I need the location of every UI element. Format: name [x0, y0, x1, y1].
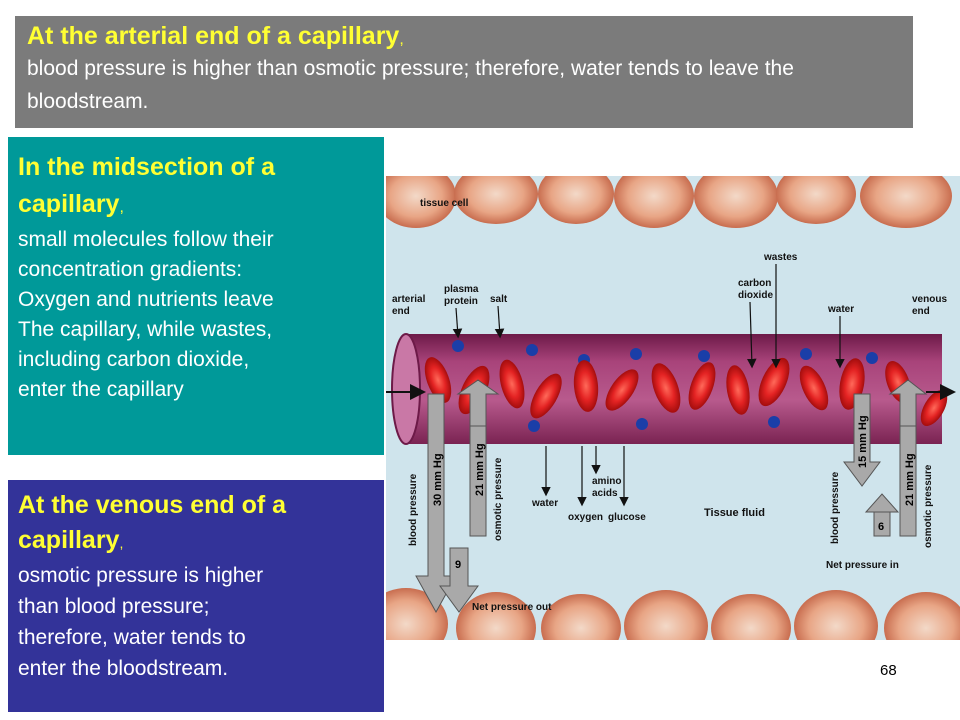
tissue-cell: [541, 594, 621, 640]
midsection-heading: In the midsection of a capillary,: [18, 153, 275, 218]
label-venous-end: end: [912, 306, 930, 317]
body-line: The capillary, while wastes,: [18, 318, 273, 341]
body-line: concentration gradients:: [18, 258, 243, 281]
label-op-21-right: 21 mm Hg: [904, 453, 916, 506]
label-arterial-end: end: [392, 306, 410, 317]
label-net-out-value: 9: [455, 559, 461, 571]
diagram-labels: tissue cell arterial end plasma protein …: [392, 198, 947, 523]
tissue-cell: [386, 176, 456, 228]
body-line: small molecules follow their: [18, 228, 274, 251]
label-carbon: carbon: [738, 278, 771, 289]
carbon-dioxide-arrow: [746, 301, 757, 369]
plasma-protein: [768, 416, 780, 428]
red-blood-cell: [499, 359, 525, 409]
body-line: therefore, water tends to: [18, 626, 246, 649]
venous-end-body: osmotic pressure is higher than blood pr…: [18, 560, 374, 684]
tissue-cells-bottom: [386, 588, 960, 640]
plasma-protein: [526, 344, 538, 356]
osmotic-arrow-head-left: [456, 379, 500, 427]
plasma-protein: [630, 348, 642, 360]
label-oxygen: oxygen: [568, 512, 603, 523]
net-pressure-in-arrow: [864, 493, 900, 537]
red-blood-cell: [799, 365, 829, 411]
tissue-cell: [884, 592, 960, 640]
arterial-end-body: blood pressure is higher than osmotic pr…: [27, 57, 794, 113]
tissue-cell: [860, 176, 952, 228]
label-blood-pressure-left: blood pressure: [408, 473, 419, 546]
venous-end-textbox: At the venous end of a capillary, osmoti…: [8, 480, 384, 712]
tissue-cell: [794, 590, 878, 640]
body-line: enter the capillary: [18, 378, 184, 401]
pointer-line: [494, 305, 505, 339]
tissue-cells-top: [386, 176, 952, 228]
label-arterial: arterial: [392, 294, 426, 305]
red-blood-cell: [651, 363, 681, 413]
red-blood-cell: [688, 362, 716, 410]
label-osmotic-pressure-right: osmotic pressure: [923, 464, 934, 548]
label-water-top: water: [827, 304, 854, 315]
label-tissue-fluid: Tissue fluid: [704, 507, 765, 519]
tissue-cell: [694, 176, 778, 228]
tissue-cell: [624, 590, 708, 640]
osmotic-pressure-arrow-right: [899, 425, 917, 537]
label-tissue-cell: tissue cell: [420, 198, 469, 209]
body-line: enter the bloodstream.: [18, 657, 229, 680]
body-line: including carbon dioxide,: [18, 348, 250, 371]
net-pressure-out-arrow: [439, 547, 479, 613]
label-dioxide: dioxide: [738, 290, 773, 301]
osmotic-arrow-head-right: [888, 379, 928, 427]
venous-pressure-arrows: 15 mm Hg blood pressure 6 21 mm Hg osmot…: [826, 379, 934, 571]
red-blood-cell: [530, 373, 562, 419]
label-protein: protein: [444, 296, 478, 307]
tissue-cell: [614, 176, 694, 228]
plasma-protein: [800, 348, 812, 360]
plasma-protein: [528, 420, 540, 432]
venous-end-heading: At the venous end of a capillary,: [18, 491, 287, 554]
red-blood-cell: [726, 365, 750, 415]
label-bp-15: 15 mm Hg: [857, 415, 869, 468]
plasma-protein: [698, 350, 710, 362]
label-plasma: plasma: [444, 284, 479, 295]
arterial-end-textbox: At the arterial end of a capillary, bloo…: [15, 16, 913, 128]
plasma-protein: [866, 352, 878, 364]
label-venous: venous: [912, 294, 947, 305]
label-net-pressure-out: Net pressure out: [472, 602, 552, 613]
red-blood-cell: [758, 357, 790, 407]
label-acids: acids: [592, 488, 618, 499]
label-osmotic-pressure-left: osmotic pressure: [493, 457, 504, 541]
capillary-exchange-diagram: tissue cell arterial end plasma protein …: [386, 176, 960, 640]
label-op-21-left: 21 mm Hg: [474, 443, 486, 496]
osmotic-pressure-arrow-left: [469, 425, 487, 537]
capillary-opening: [391, 333, 421, 445]
red-blood-cell: [573, 360, 599, 412]
label-net-in-value: 6: [878, 521, 884, 533]
plasma-protein: [636, 418, 648, 430]
label-net-pressure-in: Net pressure in: [826, 560, 899, 571]
red-blood-cell: [424, 357, 452, 403]
label-water-left: water: [531, 498, 558, 509]
arterial-end-heading: At the arterial end of a capillary,: [27, 22, 404, 50]
label-bp-30: 30 mm Hg: [432, 453, 444, 506]
arterial-pressure-arrows: 30 mm Hg blood pressure 21 mm Hg osmotic…: [408, 379, 552, 614]
label-glucose: glucose: [608, 512, 646, 523]
blood-pressure-arrow-right: [843, 393, 881, 487]
label-blood-pressure-right: blood pressure: [830, 471, 841, 544]
midsection-textbox: In the midsection of a capillary, small …: [8, 137, 384, 455]
midsection-body: small molecules follow their concentrati…: [18, 225, 374, 405]
label-amino: amino: [592, 476, 621, 487]
body-line: than blood pressure;: [18, 595, 210, 618]
tissue-cell: [456, 592, 536, 640]
tissue-cell: [538, 176, 614, 224]
page-number: 68: [880, 662, 897, 679]
tissue-cell: [776, 176, 856, 224]
label-wastes: wastes: [763, 252, 798, 263]
body-line: osmotic pressure is higher: [18, 564, 264, 587]
red-blood-cell: [605, 369, 639, 411]
tissue-cell: [711, 594, 791, 640]
body-line: Oxygen and nutrients leave: [18, 288, 274, 311]
pointer-line: [452, 307, 463, 339]
plasma-protein: [452, 340, 464, 352]
tissue-cell: [454, 176, 538, 224]
label-salt: salt: [490, 294, 508, 305]
